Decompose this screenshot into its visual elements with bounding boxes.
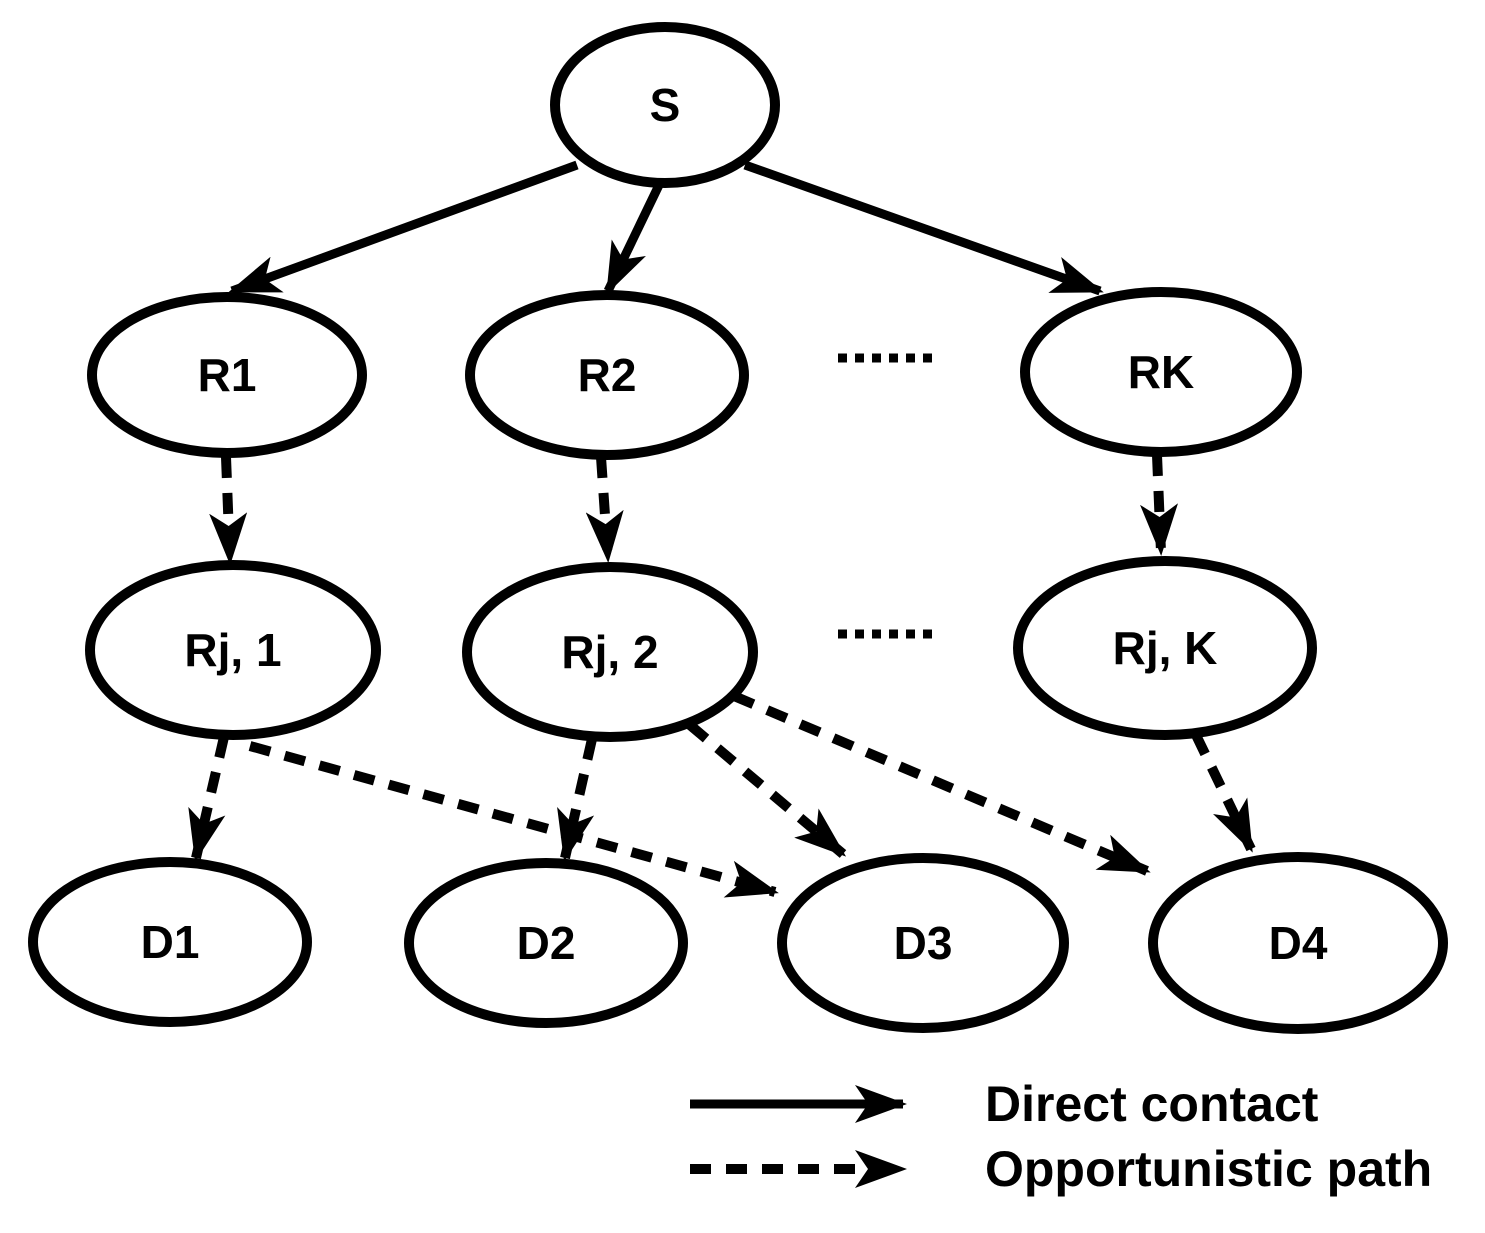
node-Rj2-label: Rj, 2 xyxy=(561,626,658,678)
node-RK-ellipse xyxy=(1020,287,1302,457)
legend-item-opportunistic: Opportunistic path xyxy=(690,1141,1432,1197)
edge-R2-Rj2-opportunistic xyxy=(585,456,624,563)
node-R1-label: R1 xyxy=(198,349,257,401)
node-S-label: S xyxy=(650,79,681,131)
edge-Rj1-D3-opportunistic xyxy=(248,741,779,898)
node-D3-ellipse xyxy=(777,853,1069,1033)
node-Rj1: Rj, 1 xyxy=(85,560,381,740)
node-D2: D2 xyxy=(404,858,688,1028)
node-D1: D1 xyxy=(28,857,312,1027)
edge-S-RK-direct xyxy=(743,160,1104,296)
node-D1-ellipse xyxy=(28,857,312,1027)
node-S: S xyxy=(550,22,780,188)
node-D4-label: D4 xyxy=(1269,917,1328,969)
node-Rj1-label: Rj, 1 xyxy=(184,624,281,676)
edge-R1-Rj1-opportunistic xyxy=(209,456,248,565)
node-RK-label: RK xyxy=(1128,346,1194,398)
edge-Rj2-D3-opportunistic xyxy=(686,721,847,858)
node-R1: R1 xyxy=(87,292,367,458)
edge-Rj2-D2-opportunistic xyxy=(557,737,597,862)
node-Rj2-ellipse xyxy=(462,562,758,742)
node-D4-ellipse xyxy=(1148,852,1448,1034)
edge-S-R2-direct xyxy=(603,181,665,295)
node-D3-label: D3 xyxy=(894,917,953,969)
edge-RjK-D4-opportunistic xyxy=(1191,732,1256,853)
edge-Rj2-D4-opportunistic xyxy=(732,691,1151,876)
node-RjK-ellipse xyxy=(1013,556,1317,740)
edge-RK-RjK-opportunistic xyxy=(1140,454,1179,556)
node-D1-label: D1 xyxy=(141,916,200,968)
node-R2-label: R2 xyxy=(578,349,637,401)
node-D2-ellipse xyxy=(404,858,688,1028)
node-RK: RK xyxy=(1020,287,1302,457)
legend-opportunistic-label: Opportunistic path xyxy=(985,1141,1432,1197)
edge-Rj1-D1-opportunistic xyxy=(188,735,229,862)
node-RjK-label: Rj, K xyxy=(1113,622,1218,674)
legend-direct-label: Direct contact xyxy=(985,1076,1319,1132)
node-D2-label: D2 xyxy=(517,917,576,969)
node-Rj2: Rj, 2 xyxy=(462,562,758,742)
node-D3: D3 xyxy=(777,853,1069,1033)
node-Rj1-ellipse xyxy=(85,560,381,740)
node-R1-ellipse xyxy=(87,292,367,458)
node-R2-ellipse xyxy=(465,290,749,460)
legend-item-direct: Direct contact xyxy=(690,1076,1319,1132)
node-R2: R2 xyxy=(465,290,749,460)
node-RjK: Rj, K xyxy=(1013,556,1317,740)
node-D4: D4 xyxy=(1148,852,1448,1034)
edge-S-R1-direct xyxy=(228,160,579,296)
node-S-ellipse xyxy=(550,22,780,188)
